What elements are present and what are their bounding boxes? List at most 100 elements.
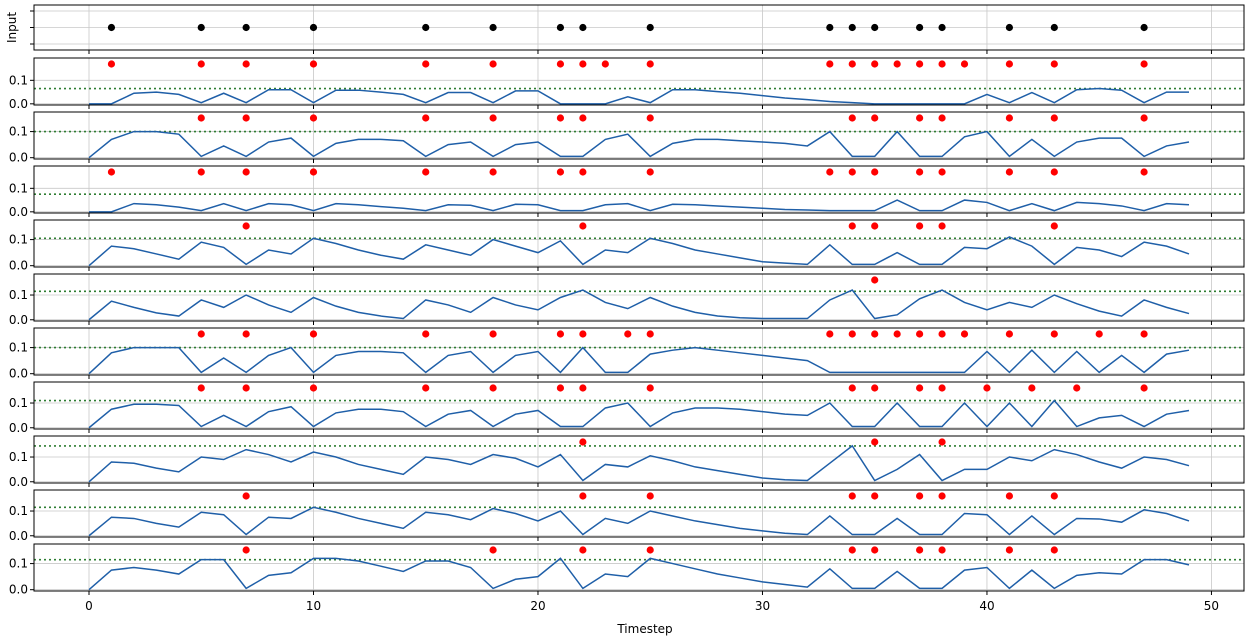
neuron-panel-9: 0.00.1 — [9, 489, 1245, 543]
neuron-panel-4: 0.00.1 — [9, 219, 1245, 273]
output-spike — [489, 114, 497, 122]
output-spike — [242, 114, 250, 122]
output-spike — [938, 438, 946, 446]
membrane-trace — [89, 87, 1189, 105]
output-spike — [1028, 384, 1036, 392]
x-tick-label: 10 — [306, 599, 321, 613]
output-spike — [1095, 330, 1103, 338]
output-spike — [1140, 60, 1148, 68]
output-spike — [938, 546, 946, 554]
output-spike — [646, 60, 654, 68]
y-tick-label: 0.1 — [9, 450, 28, 464]
neuron-panel-3: 0.00.1 — [9, 165, 1245, 219]
output-spike — [624, 330, 632, 338]
x-tick-label: 20 — [530, 599, 545, 613]
output-spike — [938, 60, 946, 68]
panel-frame — [33, 543, 1245, 592]
y-tick-label: 0.1 — [9, 233, 28, 247]
output-spike — [422, 384, 430, 392]
output-spike — [579, 492, 587, 500]
output-spike — [848, 222, 856, 230]
input-spike — [489, 23, 497, 32]
output-spike — [871, 384, 879, 392]
neuron-panel-6: 0.00.1 — [9, 327, 1245, 381]
input-spike — [197, 23, 205, 32]
x-tick-label: 0 — [85, 599, 93, 613]
output-spike — [938, 492, 946, 500]
input-spike — [242, 23, 250, 32]
output-spike — [848, 168, 856, 176]
output-spike — [1005, 60, 1014, 68]
x-tick-label: 50 — [1204, 599, 1219, 613]
output-spike — [848, 492, 856, 500]
output-spike — [916, 222, 924, 230]
output-spike — [646, 114, 654, 122]
output-spike — [848, 384, 856, 392]
input-spike — [646, 23, 654, 32]
input-spike — [1005, 23, 1014, 32]
output-spike — [871, 330, 879, 338]
y-tick-label: 0.0 — [9, 367, 28, 381]
output-spike — [646, 492, 654, 500]
y-tick-label: 0.1 — [9, 288, 28, 302]
input-panel: Input — [5, 4, 1245, 54]
output-spike — [107, 60, 116, 68]
output-spike — [1140, 168, 1148, 176]
panel-frame — [33, 165, 1245, 214]
output-spike — [556, 330, 565, 338]
output-spike — [826, 60, 834, 68]
input-spike — [848, 23, 856, 32]
output-spike — [646, 168, 654, 176]
output-spike — [871, 114, 879, 122]
output-spike — [489, 60, 497, 68]
input-spike — [938, 23, 946, 32]
output-spike — [938, 222, 946, 230]
neuron-panel-1: 0.00.1 — [9, 57, 1245, 111]
x-tick-label: 40 — [979, 599, 994, 613]
input-spike — [422, 23, 430, 32]
output-spike — [916, 384, 924, 392]
output-spike — [938, 330, 946, 338]
neuron-panel-10: 0.00.1 — [9, 543, 1245, 597]
panel-frame — [33, 57, 1245, 106]
input-spike — [871, 23, 879, 32]
output-spike — [1005, 168, 1014, 176]
x-tick-label: 30 — [755, 599, 770, 613]
panel-frame — [33, 489, 1245, 538]
output-spike — [197, 114, 205, 122]
output-spike — [422, 330, 430, 338]
output-spike — [960, 330, 969, 338]
y-tick-label: 0.1 — [9, 557, 28, 571]
membrane-trace — [89, 199, 1190, 213]
output-spike — [309, 384, 318, 392]
output-spike — [242, 546, 250, 554]
panel-frame — [33, 111, 1245, 160]
output-spike — [1050, 60, 1058, 68]
output-spike — [646, 330, 654, 338]
panel-frame — [33, 435, 1245, 484]
output-spike — [579, 60, 587, 68]
output-spike — [422, 60, 430, 68]
output-spike — [309, 330, 318, 338]
output-spike — [916, 60, 924, 68]
output-spike — [848, 114, 856, 122]
output-spike — [893, 60, 901, 68]
output-spike — [309, 60, 318, 68]
output-spike — [1140, 330, 1148, 338]
membrane-trace — [88, 444, 1190, 483]
y-tick-label: 0.0 — [9, 205, 28, 219]
output-spike — [893, 330, 901, 338]
output-spike — [489, 384, 497, 392]
output-spike — [422, 114, 430, 122]
output-spike — [646, 546, 654, 554]
output-spike — [916, 114, 924, 122]
membrane-trace — [88, 289, 1190, 321]
output-spike — [579, 546, 587, 554]
input-spike — [1050, 23, 1058, 32]
output-spike — [848, 60, 856, 68]
input-spike — [556, 23, 565, 32]
output-spike — [938, 168, 946, 176]
output-spike — [938, 384, 946, 392]
output-spike — [871, 60, 879, 68]
output-spike — [1005, 492, 1014, 500]
